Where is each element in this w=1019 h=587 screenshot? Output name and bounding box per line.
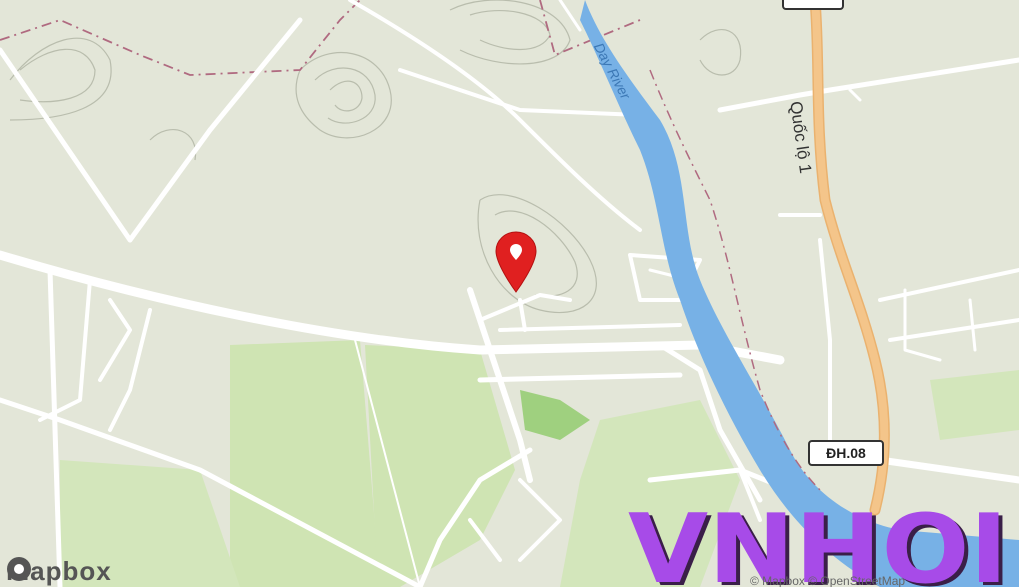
park-area xyxy=(230,340,380,587)
park-area xyxy=(365,345,515,587)
watermark-text: VNHOI xyxy=(628,495,1008,587)
park-area xyxy=(930,370,1019,440)
vnhoi-watermark: VNHOI VNHOI xyxy=(628,495,1012,587)
mapbox-icon xyxy=(7,557,31,581)
road-shield: ĐH.08 xyxy=(808,440,884,466)
boundary-line xyxy=(0,0,361,76)
road-shield-top xyxy=(782,0,844,10)
attribution-text[interactable]: © Mapbox © OpenStreetMap xyxy=(750,574,906,587)
park-area xyxy=(60,460,240,587)
contour-lines xyxy=(9,0,742,314)
boundary-line xyxy=(539,0,641,57)
river xyxy=(580,0,1019,587)
boundary-line xyxy=(649,69,821,491)
highway xyxy=(811,0,889,514)
svg-text:VNHOI: VNHOI xyxy=(632,498,1012,587)
location-pin-icon[interactable] xyxy=(495,231,537,293)
mapbox-logo[interactable]: mapbox xyxy=(6,556,112,586)
park-area xyxy=(560,400,740,587)
park-area xyxy=(520,390,590,440)
